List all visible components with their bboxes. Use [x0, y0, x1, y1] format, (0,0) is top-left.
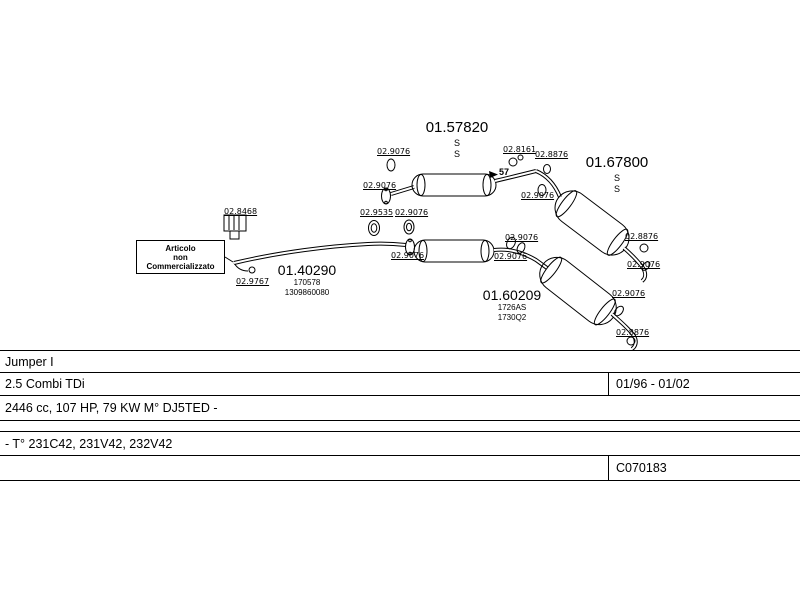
part-number-label[interactable]: 02.9076 — [494, 252, 528, 261]
part-number-label[interactable]: 02.9076 — [505, 233, 539, 242]
assembly-code: 1726AS — [497, 303, 527, 312]
assembly-variant: S — [453, 138, 460, 148]
part-number-label[interactable]: 02.9535 — [360, 208, 394, 217]
note-line: Commercializzato — [146, 261, 215, 271]
assembly-variant: S — [453, 149, 460, 159]
part-number-label[interactable]: 02.9076 — [377, 147, 411, 156]
table-row-engine: 2.5 Combi TDi 01/96 - 01/02 — [0, 373, 800, 396]
part-number-label[interactable]: 02.8161 — [503, 145, 537, 154]
rear-silencer-bottom — [539, 256, 638, 350]
exhaust-drawing — [223, 154, 651, 350]
not-commercialized-note: Articolo non Commercializzato — [136, 240, 225, 274]
assembly-number[interactable]: 01.67800 — [585, 154, 649, 171]
assembly-number[interactable]: 01.60209 — [482, 287, 542, 303]
table-row-spacer — [0, 421, 800, 432]
assembly-variant: S — [613, 184, 620, 194]
part-number-label[interactable]: 02.9076 — [363, 181, 397, 190]
part-number-label[interactable]: 02.8468 — [224, 207, 258, 216]
reference-code: C070183 — [608, 456, 800, 480]
assembly-code: 170578 — [293, 278, 321, 287]
note-line: Articolo — [165, 243, 196, 253]
rear-silencer-top — [554, 190, 651, 283]
table-row-type-codes: - T° 231C42, 231V42, 232V42 — [0, 432, 800, 456]
table-row-model: Jumper I — [0, 351, 800, 373]
part-number-label[interactable]: 02.9076 — [395, 208, 429, 217]
part-number-label[interactable]: 02.9767 — [236, 277, 270, 286]
part-number-label[interactable]: 02.8876 — [616, 328, 650, 337]
assembly-number[interactable]: 01.57820 — [425, 119, 489, 136]
vehicle-specs: 2446 cc, 107 HP, 79 KW M° DJ5TED - — [5, 401, 218, 415]
assembly-code: 1730Q2 — [497, 313, 527, 322]
part-number-label[interactable]: 02.9076 — [627, 260, 661, 269]
assembly-number[interactable]: 01.40290 — [277, 262, 337, 278]
table-row-reference: C070183 — [0, 456, 800, 481]
vehicle-model: Jumper I — [5, 354, 54, 369]
center-silencer — [413, 236, 549, 270]
assembly-code: 1309860080 — [284, 288, 330, 297]
vehicle-info-table: Jumper I 2.5 Combi TDi 01/96 - 01/02 244… — [0, 350, 800, 481]
assembly-variant: S — [613, 173, 620, 183]
front-pipe-assembly — [223, 214, 415, 274]
vehicle-engine: 2.5 Combi TDi — [5, 377, 85, 391]
part-number-label[interactable]: 02.9076 — [521, 191, 555, 200]
part-number-label[interactable]: 02.9076 — [391, 251, 425, 260]
vehicle-type-codes: - T° 231C42, 231V42, 232V42 — [5, 436, 173, 451]
part-number-label[interactable]: 02.8876 — [625, 232, 659, 241]
vehicle-years: 01/96 - 01/02 — [608, 373, 800, 395]
table-row-specs: 2446 cc, 107 HP, 79 KW M° DJ5TED - — [0, 396, 800, 421]
exhaust-diagram: 01.57820 S S 01.67800 S S 01.40290 17057… — [136, 119, 661, 350]
flow-direction-label: 57 — [499, 167, 510, 177]
note-line: non — [173, 252, 188, 262]
part-number-label[interactable]: 02.8876 — [535, 150, 569, 159]
top-assembly — [381, 154, 562, 205]
part-number-label[interactable]: 02.9076 — [612, 289, 646, 298]
